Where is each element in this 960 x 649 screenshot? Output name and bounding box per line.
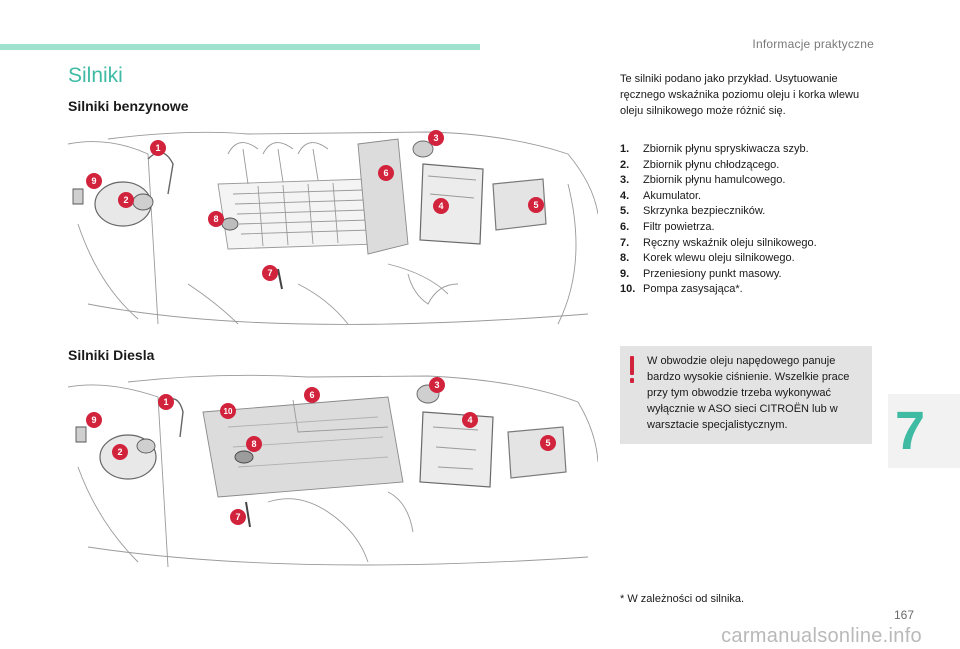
diesel-engine-illustration: 1 2 3 4 5 6 7 8 9 10 <box>68 372 598 572</box>
part-label: Filtr powietrza. <box>643 220 715 233</box>
list-item: 7. Ręczny wskaźnik oleju silnikowego. <box>620 236 880 252</box>
part-label: Pompa zasysająca*. <box>643 283 743 296</box>
diesel-callout-1 <box>158 394 174 410</box>
petrol-callout-label: 2 <box>123 195 128 205</box>
diesel-callout-label: 9 <box>91 415 96 425</box>
list-item: 9. Przeniesiony punkt masowy. <box>620 267 880 283</box>
diesel-callout-6 <box>304 387 320 403</box>
list-item: 6. Filtr powietrza. <box>620 220 880 236</box>
part-number: 4. <box>620 189 630 202</box>
diesel-callout-4 <box>462 412 478 428</box>
warning-exclamation-icon <box>630 356 634 383</box>
petrol-callout-label: 4 <box>438 201 443 211</box>
list-item: 8. Korek wlewu oleju silnikowego. <box>620 251 880 267</box>
diesel-callout-3 <box>429 377 445 393</box>
page-number: 167 <box>893 608 914 622</box>
diesel-callout-2 <box>112 444 128 460</box>
diesel-callout-label: 6 <box>309 390 314 400</box>
list-item: 4. Akumulator. <box>620 189 880 205</box>
diesel-callout-8 <box>246 436 262 452</box>
chapter-tab: 7 <box>888 394 960 468</box>
part-label: Zbiornik płynu spryskiwacza szyb. <box>643 143 809 155</box>
section-header: Informacje praktyczne <box>752 37 874 51</box>
diesel-callout-label: 7 <box>235 512 240 522</box>
part-number: 6. <box>620 220 630 233</box>
footnote: * W zależności od silnika. <box>620 593 745 605</box>
diesel-callout-label: 4 <box>467 415 472 425</box>
part-label: Ręczny wskaźnik oleju silnikowego. <box>643 236 817 249</box>
part-number: 1. <box>620 143 630 155</box>
petrol-callout-6 <box>378 165 394 181</box>
diesel-engines-heading: Silniki Diesla <box>68 347 155 363</box>
petrol-callout-4 <box>433 198 449 214</box>
diesel-callout-7 <box>230 509 246 525</box>
diesel-callout-label: 8 <box>251 439 256 449</box>
petrol-callout-7 <box>262 265 278 281</box>
list-item: 10. Pompa zasysająca*. <box>620 282 880 298</box>
list-item: 3. Zbiornik płynu hamulcowego. <box>620 173 880 189</box>
diesel-callout-label: 5 <box>545 438 550 448</box>
diesel-callout-label: 2 <box>117 447 122 457</box>
page-title: Silniki <box>68 64 123 87</box>
part-number: 5. <box>620 205 630 218</box>
part-label: Zbiornik płynu chłodzącego. <box>643 158 780 171</box>
part-label: Zbiornik płynu hamulcowego. <box>643 174 786 187</box>
parts-list: 1. Zbiornik płynu spryskiwacza szyb. 2. Zb… <box>620 142 880 298</box>
list-item: 1. Zbiornik płynu spryskiwacza szyb. <box>620 142 880 158</box>
petrol-engines-heading: Silniki benzynowe <box>68 98 189 114</box>
petrol-callout-8 <box>208 211 224 227</box>
diesel-callout-5 <box>540 435 556 451</box>
warning-text: W obwodzie oleju napędowego panuje bardz… <box>647 355 850 431</box>
diesel-callout-label: 10 <box>224 407 233 416</box>
part-number: 3. <box>620 174 630 187</box>
intro-text: Te silniki podano jako przykład. Usytuow… <box>620 73 860 117</box>
part-label: Przeniesiony punkt masowy. <box>643 267 782 280</box>
petrol-callout-2 <box>118 192 134 208</box>
list-item: 5. Skrzynka bezpieczników. <box>620 204 880 220</box>
petrol-callout-label: 3 <box>433 133 438 143</box>
petrol-callout-label: 1 <box>155 143 160 153</box>
part-label: Skrzynka bezpieczników. <box>643 205 766 218</box>
part-number: 10. <box>620 283 636 296</box>
petrol-callout-3 <box>428 130 444 146</box>
diesel-callout-label: 1 <box>163 397 168 407</box>
list-item: 2. Zbiornik płynu chłodzącego. <box>620 158 880 174</box>
chapter-number: 7 <box>894 401 926 461</box>
petrol-callout-label: 8 <box>213 214 218 224</box>
diesel-callout-label: 3 <box>434 380 439 390</box>
petrol-callout-label: 9 <box>91 176 96 186</box>
petrol-callout-label: 6 <box>383 168 388 178</box>
petrol-engine-illustration: 1 2 3 4 5 6 7 8 9 <box>68 124 598 336</box>
diesel-callout-9 <box>86 412 102 428</box>
part-number: 2. <box>620 158 630 171</box>
header-accent-bar <box>0 44 480 50</box>
part-number: 9. <box>620 267 630 280</box>
diesel-callout-10 <box>220 403 236 419</box>
part-label: Akumulator. <box>643 189 702 202</box>
part-number: 8. <box>620 252 630 265</box>
watermark: carmanualsonline.info <box>721 625 922 647</box>
petrol-callout-label: 7 <box>267 268 272 278</box>
petrol-callout-1 <box>150 140 166 156</box>
petrol-callout-5 <box>528 197 544 213</box>
part-number: 7. <box>620 236 630 249</box>
warning-box: W obwodzie oleju napędowego panuje bardz… <box>620 346 872 444</box>
petrol-callout-label: 5 <box>533 200 538 210</box>
part-label: Korek wlewu oleju silnikowego. <box>643 252 795 265</box>
petrol-callout-9 <box>86 173 102 189</box>
